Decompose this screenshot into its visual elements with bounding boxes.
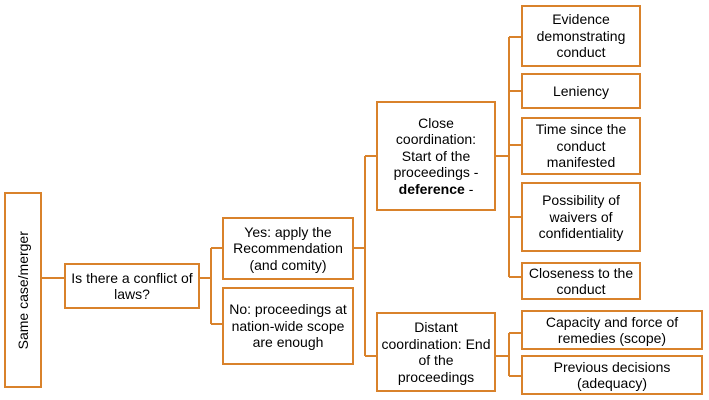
factor-leniency-node: Leniency (521, 73, 641, 109)
factor-previous-decisions-label: Previous decisions (adequacy) (553, 358, 671, 392)
factor-closeness-node: Closeness to the conduct (521, 262, 641, 300)
factor-waivers-label: Possibility of waivers of confidentialit… (538, 192, 624, 242)
distant-coordination-node: Distant coordination: End of the proceed… (376, 312, 496, 392)
root-label: Same case/merger (14, 230, 31, 350)
close-coordination-emphasis: deference (398, 180, 465, 197)
root-node: Same case/merger (4, 192, 42, 388)
factor-evidence-node: Evidence demonstrating conduct (521, 5, 641, 67)
factor-previous-decisions-node: Previous decisions (adequacy) (521, 355, 703, 395)
close-coordination-label: Close coordination: Start of the proceed… (381, 115, 491, 198)
question-label: Is there a conflict of laws? (71, 269, 193, 303)
factor-remedies-node: Capacity and force of remedies (scope) (521, 310, 703, 350)
question-node: Is there a conflict of laws? (64, 263, 200, 309)
factor-time-node: Time since the conduct manifested (521, 117, 641, 175)
yes-branch-node: Yes: apply the Recommendation (and comit… (222, 217, 354, 280)
no-branch-label: No: proceedings at nation-wide scope are… (229, 301, 347, 351)
factor-leniency-label: Leniency (552, 82, 610, 99)
close-coordination-suffix: - (468, 180, 474, 197)
factor-remedies-label: Capacity and force of remedies (scope) (545, 313, 679, 347)
no-branch-node: No: proceedings at nation-wide scope are… (222, 287, 354, 365)
factor-waivers-node: Possibility of waivers of confidentialit… (521, 182, 641, 252)
close-coordination-text: Close coordination: Start of the proceed… (393, 114, 479, 181)
factor-closeness-label: Closeness to the conduct (528, 264, 634, 298)
yes-branch-label: Yes: apply the Recommendation (and comit… (233, 223, 343, 273)
close-coordination-node: Close coordination: Start of the proceed… (376, 101, 496, 211)
factor-evidence-label: Evidence demonstrating conduct (536, 11, 626, 61)
distant-coordination-label: Distant coordination: End of the proceed… (381, 319, 491, 385)
factor-time-label: Time since the conduct manifested (535, 121, 627, 171)
